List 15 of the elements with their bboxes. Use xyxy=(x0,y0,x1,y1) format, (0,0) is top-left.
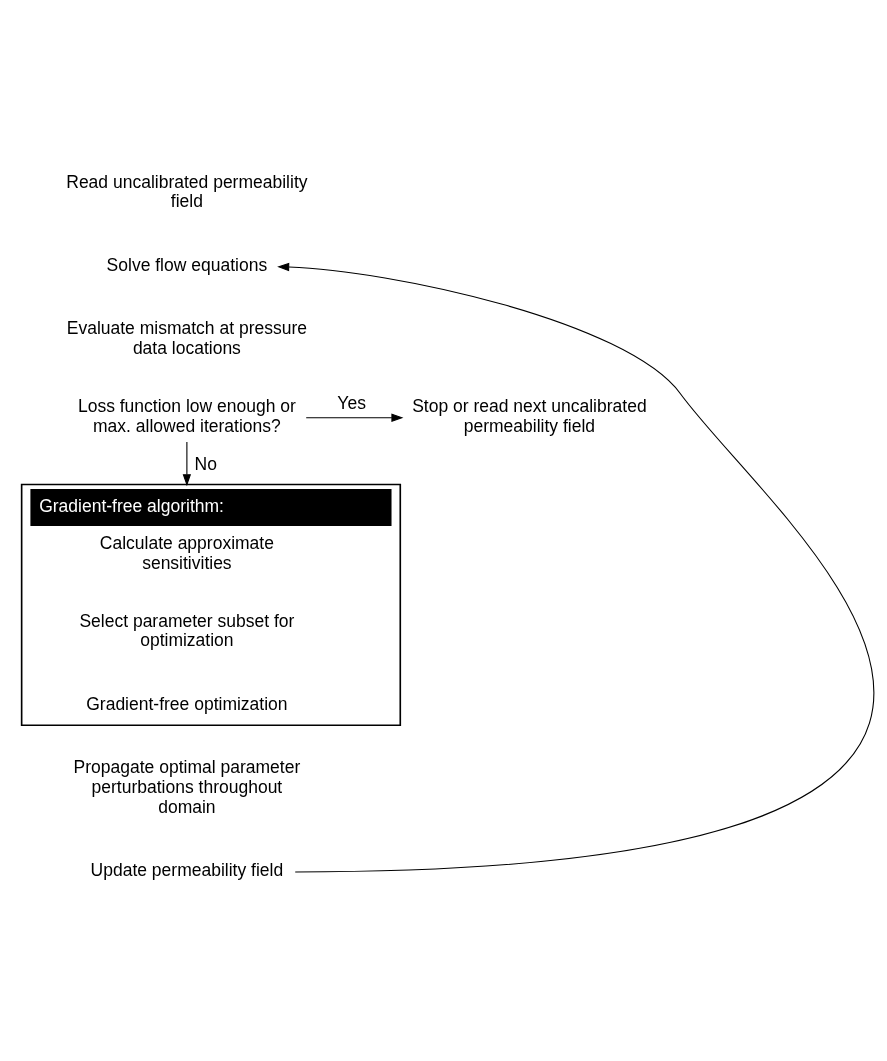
edge-label: No xyxy=(194,454,217,475)
arrow xyxy=(182,441,192,487)
node-text: Evaluate mismatch at pressure data locations xyxy=(66,318,308,359)
arrow xyxy=(277,262,875,873)
node-text: Stop or read next uncalibrated permeability field xyxy=(412,396,647,436)
node-text: Loss function low enough or max. allowed iterations? xyxy=(77,396,296,436)
node-text: Read uncalibrated permeability field xyxy=(66,171,308,212)
node-text: Propagate optimal parameter perturbations throughout domain xyxy=(73,757,301,817)
edge-label: Yes xyxy=(337,392,366,413)
node-text: Gradient-free optimization xyxy=(86,693,288,714)
node-text: Solve flow equations xyxy=(106,254,268,275)
node-text: Calculate approximate sensitivities xyxy=(99,532,274,573)
node-text: Update permeability field xyxy=(90,860,284,881)
node-text: Select parameter subset for optimization xyxy=(79,610,295,651)
arrow xyxy=(305,413,404,422)
